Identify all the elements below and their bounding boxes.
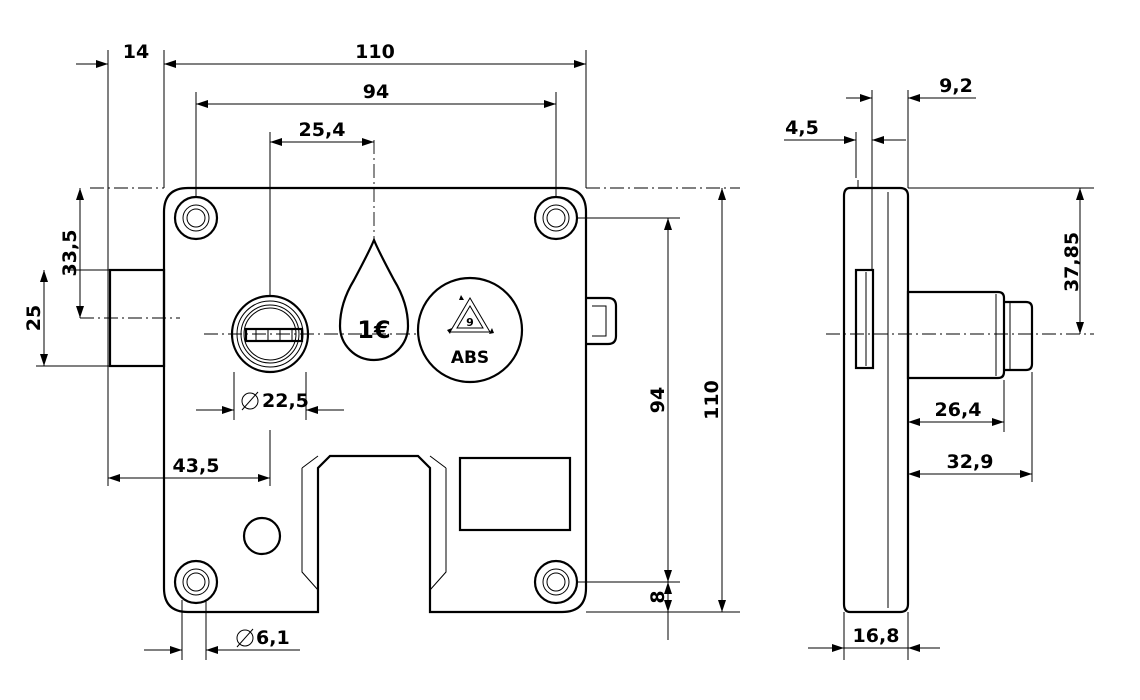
keyway-slot bbox=[244, 327, 304, 343]
extension-lines bbox=[36, 50, 740, 660]
recycle-icon: 9 bbox=[447, 295, 494, 334]
dim-flange-offset: 14 bbox=[123, 41, 149, 63]
side-extension-lines bbox=[843, 90, 1094, 660]
dim-overall-height: 110 bbox=[701, 380, 723, 420]
front-view: 1€ 9 ABS bbox=[23, 41, 740, 660]
recycle-badge bbox=[416, 276, 524, 384]
dim-slot-width: 4,5 bbox=[785, 117, 819, 139]
label-window bbox=[458, 456, 572, 532]
dim-hole-diameter: 6,1 bbox=[256, 627, 290, 649]
channel-inner-right bbox=[429, 468, 447, 591]
dim-bolt-offset: 33,5 bbox=[59, 230, 81, 277]
side-view: 9,2 4,5 37,85 26,4 32,9 16,8 bbox=[784, 75, 1094, 660]
side-body-outline bbox=[842, 186, 910, 614]
side-tab-inner bbox=[592, 305, 607, 337]
dim-body-depth: 16,8 bbox=[853, 625, 900, 647]
side-bolt-tip bbox=[1004, 300, 1034, 372]
diameter-symbol-hole bbox=[236, 628, 254, 648]
side-slot bbox=[854, 268, 875, 370]
side-dimension-lines bbox=[784, 94, 1084, 652]
dim-bottom-margin: 8 bbox=[647, 590, 669, 603]
dim-cover-thickness: 9,2 bbox=[939, 75, 973, 97]
dim-bolt-total: 32,9 bbox=[947, 451, 994, 473]
pin-hole bbox=[242, 516, 282, 556]
material-label: ABS bbox=[451, 348, 489, 368]
screw-hole-top-left bbox=[173, 195, 219, 241]
channel-inner-left bbox=[301, 468, 319, 591]
channel-top-bevel bbox=[301, 455, 447, 469]
dimension-lines bbox=[40, 60, 726, 654]
side-tab bbox=[586, 296, 618, 346]
dim-key-distance: 43,5 bbox=[173, 455, 220, 477]
dim-overall-width: 110 bbox=[355, 41, 395, 63]
diameter-symbol-cylinder bbox=[241, 391, 259, 411]
coin-value-label: 1€ bbox=[357, 316, 390, 344]
coin-drop-shape bbox=[338, 237, 410, 362]
dim-hole-spacing-h: 94 bbox=[363, 81, 389, 103]
dim-key-offset: 25,4 bbox=[299, 119, 346, 141]
side-bolt bbox=[906, 290, 1006, 380]
screw-hole-bottom-left bbox=[173, 559, 219, 605]
screw-hole-bottom-right bbox=[533, 559, 579, 605]
dim-bolt-projection: 26,4 bbox=[935, 399, 982, 421]
lock-body-outline bbox=[162, 186, 588, 614]
dim-cylinder-diameter: 22,5 bbox=[262, 390, 309, 412]
screw-hole-top-right bbox=[533, 195, 579, 241]
dim-side-bolt-height: 37,85 bbox=[1061, 232, 1083, 292]
dim-hole-spacing-v: 94 bbox=[647, 387, 669, 413]
svg-text:9: 9 bbox=[466, 316, 474, 329]
dim-bolt-height: 25 bbox=[23, 305, 45, 331]
